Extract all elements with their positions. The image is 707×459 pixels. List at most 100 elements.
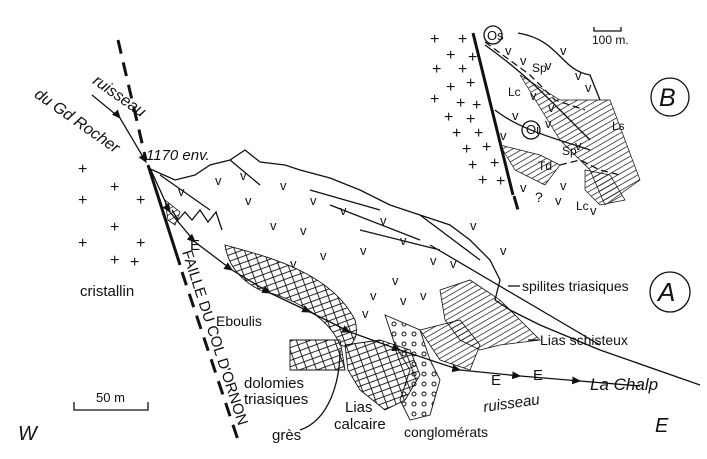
pattern-mark: + — [472, 97, 481, 114]
inset-sp-2: Sp — [562, 144, 577, 158]
inset-oi: Oi — [526, 122, 539, 137]
pattern-mark: v — [370, 288, 377, 303]
pattern-mark: v — [380, 213, 387, 228]
pattern-mark: v — [590, 203, 597, 218]
pattern-mark: v — [575, 138, 582, 153]
pattern-mark: v — [520, 180, 527, 195]
pattern-mark: + — [136, 192, 145, 209]
label-lias: Lias — [345, 399, 373, 416]
label-dolomies: dolomies — [244, 375, 304, 392]
pattern-mark: v — [320, 248, 327, 263]
crystalline-crosses: ++++++++++++++++++++++++++++++ — [78, 31, 505, 271]
label-calcaire: calcaire — [334, 416, 386, 433]
pattern-mark: + — [446, 79, 455, 96]
pattern-mark: + — [482, 139, 491, 156]
panel-label-b: B — [650, 77, 690, 117]
label-eboulis: Eboulis — [216, 313, 262, 329]
pattern-mark: v — [245, 193, 252, 208]
label-altitude: 1170 env. — [146, 147, 210, 164]
label-east: E — [655, 415, 669, 437]
pattern-mark: v — [560, 178, 567, 193]
pattern-mark: + — [136, 235, 145, 252]
label-ruisseau-bottom: ruisseau — [482, 391, 541, 416]
inset-td: Td — [538, 159, 552, 173]
pattern-mark: + — [462, 141, 471, 158]
pattern-mark: v — [575, 68, 582, 83]
label-triasiques: triasiques — [244, 391, 308, 408]
pattern-mark: + — [466, 75, 475, 92]
pattern-mark: v — [560, 43, 567, 58]
stream-line — [91, 94, 641, 387]
pattern-mark: v — [240, 168, 247, 183]
svg-text:A: A — [656, 277, 675, 307]
pattern-mark: + — [110, 179, 119, 196]
pattern-mark: + — [78, 161, 87, 178]
pattern-mark: + — [452, 125, 461, 142]
pattern-mark: v — [400, 233, 407, 248]
pattern-mark: v — [340, 203, 347, 218]
label-lias-schisteux: Lias schisteux — [540, 332, 628, 348]
pattern-mark: + — [474, 125, 483, 142]
pattern-mark: + — [496, 173, 505, 190]
pattern-mark: + — [490, 155, 499, 172]
pattern-mark: v — [505, 43, 512, 58]
inset-scale: 100 m. — [592, 33, 629, 47]
pattern-mark: v — [392, 273, 399, 288]
inset-map-b: Os Oi Sp Sp Lc Lc Ls Td ? 100 m. — [471, 25, 641, 213]
pattern-mark: v — [360, 243, 367, 258]
pattern-mark: + — [130, 254, 139, 271]
pattern-mark: + — [466, 111, 475, 128]
pattern-mark: v — [290, 256, 297, 271]
pattern-mark: + — [468, 157, 477, 174]
label-conglomerats: conglomérats — [404, 424, 488, 440]
pattern-mark: v — [500, 128, 507, 143]
svg-text:50 m: 50 m — [96, 390, 125, 405]
pattern-mark: + — [110, 252, 119, 269]
pattern-mark: v — [545, 116, 552, 131]
inset-ls: Ls — [612, 119, 625, 133]
label-ruisseau-top: ruisseau — [89, 72, 148, 121]
pattern-mark: + — [446, 47, 455, 64]
pattern-mark: + — [432, 61, 441, 78]
inset-os: Os — [487, 28, 504, 43]
pattern-mark: v — [500, 243, 507, 258]
label-spilites: spilites triasiques — [522, 278, 629, 294]
pattern-mark: + — [110, 219, 119, 236]
inset-lc-2: Lc — [576, 199, 589, 213]
pattern-mark: v — [420, 288, 427, 303]
label-eboulis-e1: E — [190, 237, 200, 254]
pattern-mark: v — [548, 100, 555, 115]
pattern-mark: v — [545, 58, 552, 73]
pattern-mark: v — [450, 256, 457, 271]
pattern-mark: v — [520, 53, 527, 68]
pattern-mark: v — [512, 108, 519, 123]
pattern-mark: v — [270, 218, 277, 233]
label-la-chalp: La Chalp — [590, 375, 658, 394]
pattern-mark: + — [430, 31, 439, 48]
panel-label-a: A — [649, 271, 691, 313]
pattern-mark: v — [400, 293, 407, 308]
pattern-mark: + — [468, 49, 477, 66]
pattern-mark: + — [458, 61, 467, 78]
pattern-mark: v — [470, 218, 477, 233]
pattern-mark: v — [555, 193, 562, 208]
pattern-mark: v — [310, 193, 317, 208]
inset-sp-1: Sp — [532, 61, 547, 75]
pattern-mark: v — [362, 306, 369, 321]
pattern-mark: v — [585, 80, 592, 95]
pattern-mark: v — [280, 178, 287, 193]
pattern-mark: v — [178, 184, 185, 199]
pattern-mark: v — [300, 223, 307, 238]
pattern-mark: v — [430, 253, 437, 268]
label-west: W — [18, 423, 39, 445]
pattern-mark: + — [78, 235, 87, 252]
pattern-mark: + — [444, 109, 453, 126]
label-eboulis-e2: E — [491, 372, 501, 389]
inset-question: ? — [535, 189, 543, 205]
inset-lc-1: Lc — [508, 85, 521, 99]
pattern-mark: v — [530, 88, 537, 103]
svg-text:B: B — [659, 84, 676, 112]
